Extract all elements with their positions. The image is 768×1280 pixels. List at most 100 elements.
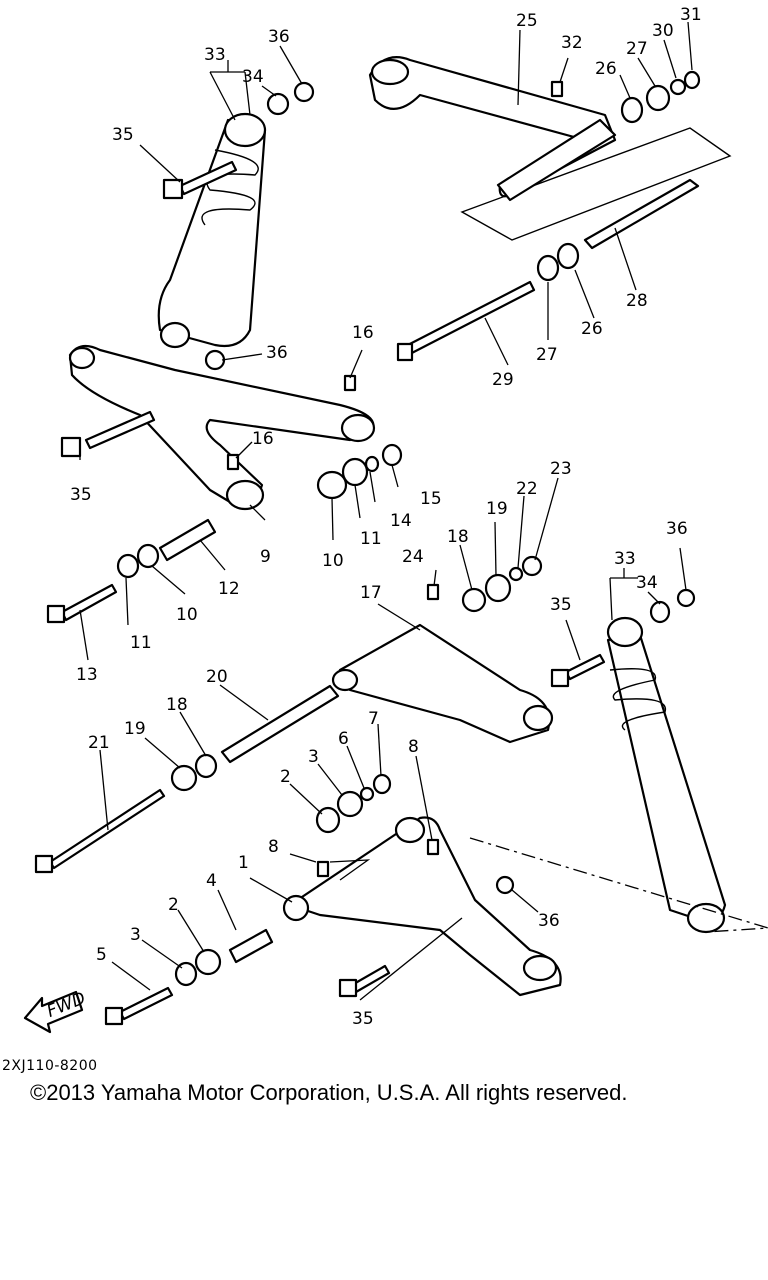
seal-19a <box>484 573 512 603</box>
lower-shock-assembly <box>469 588 768 934</box>
callout-12: 12 <box>218 579 240 599</box>
callout-30: 30 <box>652 21 674 41</box>
pivot-shaft-28 <box>583 178 700 250</box>
bolt-35a-head <box>162 178 184 200</box>
callout-27: 27 <box>536 345 558 365</box>
bolt-21-head <box>34 854 54 874</box>
nut-36a <box>293 81 315 103</box>
callout-35: 35 <box>352 1009 374 1029</box>
shock-b-bottom-eye <box>686 902 726 934</box>
callout-5: 5 <box>96 945 107 965</box>
bushing-2b <box>194 948 222 976</box>
grease-nipple-24 <box>426 583 440 601</box>
callout-36: 36 <box>268 27 290 47</box>
callout-8: 8 <box>408 737 419 757</box>
bushing-34b <box>649 600 671 624</box>
bolt-35c-head <box>550 668 570 688</box>
ball-joint-1 <box>522 954 558 982</box>
callout-19: 19 <box>124 719 146 739</box>
callout-36: 36 <box>266 343 288 363</box>
shock-b-spring <box>609 668 667 731</box>
bolt-35b-head <box>60 436 82 458</box>
bushing-18a <box>461 587 487 613</box>
lower-rear-arm-assembly <box>34 555 554 874</box>
callout-23: 23 <box>550 459 572 479</box>
arm-17-front-eye <box>331 668 359 692</box>
callout-26: 26 <box>581 319 603 339</box>
bushing-26b <box>556 242 580 270</box>
washer-6 <box>359 786 375 802</box>
upper-arm-assembly <box>368 56 732 362</box>
bolt-29 <box>400 280 536 358</box>
callout-35: 35 <box>70 485 92 505</box>
shock-spring <box>201 149 259 226</box>
bolt-5-head <box>104 1006 124 1026</box>
copyright-notice: ©2013 Yamaha Motor Corporation, U.S.A. A… <box>30 1080 628 1105</box>
drawing-code: 2XJ110-8200 <box>2 1058 98 1074</box>
callout-1: 1 <box>238 853 249 873</box>
ball-joint-17 <box>522 704 554 732</box>
callout-3: 3 <box>308 747 319 767</box>
upper-arm-front-eye <box>225 479 265 511</box>
upper-shock-assembly <box>157 81 315 349</box>
callout-21: 21 <box>88 733 110 753</box>
callout-labels: 25 32 26 27 30 31 33 36 34 35 28 29 27 2… <box>70 5 702 1029</box>
ball-joint-upper <box>68 346 96 370</box>
callout-11: 11 <box>130 633 152 653</box>
upper-arm-tube <box>496 118 617 202</box>
callout-6: 6 <box>338 729 349 749</box>
seal-3b <box>174 961 198 987</box>
callout-28: 28 <box>626 291 648 311</box>
upper-arm-bushing-eye <box>370 58 410 86</box>
mount-centerline <box>469 837 768 933</box>
callout-35: 35 <box>550 595 572 615</box>
bolt-5 <box>118 986 174 1021</box>
callout-7: 7 <box>368 709 379 729</box>
washer-14 <box>364 455 380 473</box>
callout-18: 18 <box>447 527 469 547</box>
nut-15 <box>381 443 403 467</box>
upper-arm-rear-eye <box>340 413 376 443</box>
shaft-20 <box>220 684 340 764</box>
callout-10: 10 <box>322 551 344 571</box>
bushing-26a <box>620 96 644 124</box>
bolt-35c <box>564 653 606 681</box>
callout-16: 16 <box>252 429 274 449</box>
callout-26: 26 <box>595 59 617 79</box>
nut-36d <box>495 875 515 895</box>
leader-lines <box>79 21 693 1001</box>
callout-17: 17 <box>360 583 382 603</box>
seal-27a <box>645 84 671 112</box>
nut-23 <box>521 555 543 577</box>
bushing-2a <box>315 806 341 834</box>
shock-b-top-eye <box>606 616 644 648</box>
shaft-plane <box>460 127 732 241</box>
shock-bottom-eye <box>159 321 191 349</box>
shock-top-eye <box>223 112 267 148</box>
bolt-13-head <box>46 604 66 624</box>
arm-1-front-eye <box>282 894 310 922</box>
seal-11a <box>341 457 369 487</box>
callout-25: 25 <box>516 11 538 31</box>
bushing-18b <box>194 753 218 779</box>
washer-30 <box>669 78 687 96</box>
lower-a-arm-1 <box>288 816 562 997</box>
fwd-arrow: FWD <box>23 988 88 1034</box>
seal-19b <box>170 764 198 792</box>
nut-31 <box>683 70 701 90</box>
callout-19: 19 <box>486 499 508 519</box>
shock-absorber-33a <box>157 118 267 348</box>
bushing-10a <box>316 470 348 500</box>
callout-3: 3 <box>130 925 141 945</box>
bolt-29-head <box>396 342 414 362</box>
bushing-34a <box>266 92 290 116</box>
callout-33: 33 <box>204 45 226 65</box>
arm-1-rear-eye <box>394 816 426 844</box>
upper-a-arm-assembly <box>46 344 403 624</box>
callout-32: 32 <box>561 33 583 53</box>
nut-36c <box>676 588 696 608</box>
grease-nipple-32 <box>550 80 564 98</box>
fwd-arrow-shape <box>23 990 84 1034</box>
callout-10: 10 <box>176 605 198 625</box>
callout-2: 2 <box>280 767 291 787</box>
